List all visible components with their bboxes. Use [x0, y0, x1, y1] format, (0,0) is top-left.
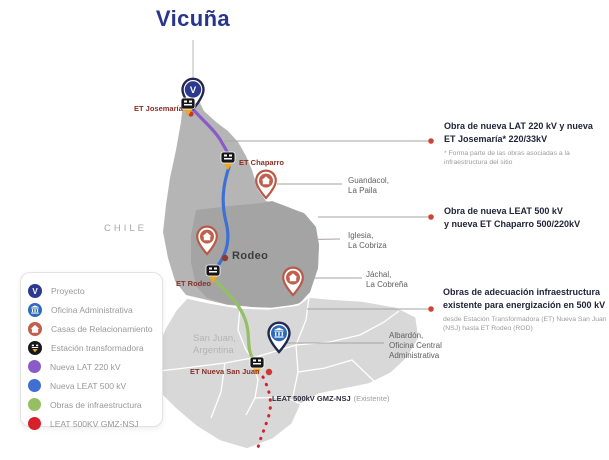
annotation-note: desde Estación Transformadora (ET) Nueva…	[443, 316, 607, 332]
page-title: Vicuña	[155, 6, 231, 31]
connector-end-dots	[188, 111, 434, 376]
leat-500-swatch-icon	[28, 379, 41, 392]
legend-label: LEAT 500KV GMZ-NSJ	[50, 418, 139, 429]
legend-label: Nueva LEAT 500 kV	[50, 380, 127, 391]
rodeo-city-label: Rodeo	[232, 250, 269, 262]
et-nueva-san-juan-label: ET Nueva San Juan	[190, 367, 260, 376]
place-label-iglesia: Iglesia, La Cobriza	[348, 231, 387, 250]
legend-item-proyecto: V Proyecto	[28, 281, 156, 300]
legend-item-casas: Casas de Relacionamiento	[28, 319, 156, 338]
legend-item-leat500: Nueva LEAT 500 kV	[28, 376, 156, 395]
office-building-icon	[28, 302, 42, 317]
connector-lines	[214, 140, 428, 344]
leat-gmz-swatch-icon	[28, 417, 41, 430]
annotation-leat-500kv: Obra de nueva LEAT 500 kV y nueva ET Cha…	[444, 205, 609, 234]
legend-panel: V Proyecto Oficina Administrativa Casas …	[20, 272, 163, 430]
et-chaparro-label: ET Chaparro	[239, 158, 285, 167]
annotation-adecuacion: Obras de adecuación infraestructura exis…	[443, 286, 609, 333]
annotation-title: Obras de adecuación infraestructura exis…	[443, 287, 606, 310]
house-icon	[28, 321, 42, 336]
annotation-title: Obra de nueva LAT 220 kV y nueva ET Jose…	[444, 121, 593, 144]
legend-item-oficina: Oficina Administrativa	[28, 300, 156, 319]
legend-item-obras: Obras de infraestructura	[28, 395, 156, 414]
chile-label: CHILE	[104, 223, 147, 234]
svg-text:V: V	[32, 287, 38, 296]
legend-label: Proyecto	[51, 285, 85, 296]
annotation-note: * Forma parte de las obras asociadas a l…	[444, 150, 570, 166]
annotation-title: Obra de nueva LEAT 500 kV y nueva ET Cha…	[444, 206, 581, 229]
route-leat-500kv	[215, 165, 231, 269]
nsj-town-dot	[265, 368, 273, 376]
transformer-icon	[28, 340, 42, 355]
rodeo-town-dot	[221, 254, 229, 262]
place-label-guandacol: Guandacol, La Paila	[348, 176, 389, 195]
legend-label: Obras de infraestructura	[50, 399, 142, 410]
legend-label: Oficina Administrativa	[51, 304, 133, 315]
legend-item-estacion: Estación transformadora	[28, 338, 156, 357]
lat-220-swatch-icon	[28, 360, 41, 373]
legend-item-lat220: Nueva LAT 220 kV	[28, 357, 156, 376]
legend-label: Estación transformadora	[51, 342, 144, 353]
san-juan-argentina-label: San Juan, Argentina	[193, 333, 236, 356]
obras-swatch-icon	[28, 398, 41, 411]
existing-line-status: (Existente)	[353, 394, 390, 403]
place-label-albardon: Albardón, Oficina Central Administrativa	[389, 331, 442, 360]
existing-line-label: LEAT 500kV GMZ-NSJ(Existente)	[272, 394, 390, 403]
legend-label: Casas de Relacionamiento	[51, 323, 153, 334]
et-josemaria-label: ET Josemaría	[134, 104, 183, 113]
route-obras-infraestructura	[214, 279, 255, 361]
et-rodeo-label: ET Rodeo	[176, 279, 211, 288]
legend-label: Nueva LAT 220 kV	[50, 361, 121, 372]
place-label-jachal: Jáchal, La Cobreña	[366, 270, 408, 289]
annotation-lat-220kv: Obra de nueva LAT 220 kV y nueva ET Jose…	[444, 120, 609, 167]
josemaria-site-dot	[188, 111, 194, 117]
existing-line-name: LEAT 500kV GMZ-NSJ	[272, 394, 351, 403]
project-v-icon: V	[28, 283, 42, 298]
legend-item-leat-gmz: LEAT 500KV GMZ-NSJ	[28, 414, 156, 433]
